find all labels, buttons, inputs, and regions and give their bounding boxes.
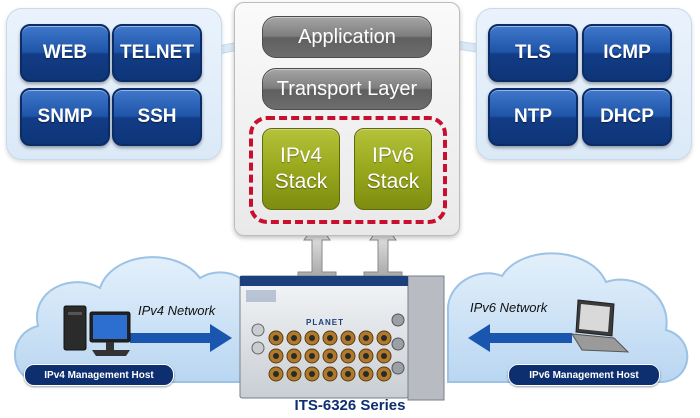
switch-port-socket [291,371,297,377]
application-layer: Application [262,16,432,58]
dual-stack-outline [249,116,447,224]
switch-port-socket [273,335,279,341]
switch-port-socket [381,335,387,341]
switch-port-socket [345,335,351,341]
protocol-tls: TLS [488,24,578,82]
switch-port-socket [363,371,369,377]
ipv6-traffic-arrow [468,324,572,352]
switch-port-socket [327,335,333,341]
switch-port-socket [309,371,315,377]
protocol-icmp: ICMP [582,24,672,82]
desktop-computer-icon [63,305,131,356]
switch-port-socket [381,353,387,359]
device-brand-logo: PLANET [306,318,344,327]
switch-port-socket [291,335,297,341]
ipv6-stack-line2: Stack [366,170,420,193]
device-series-caption: ITS-6326 Series [294,397,406,414]
switch-port-socket [309,353,315,359]
switch-port-socket [345,371,351,377]
port-array [268,313,405,382]
ipv4-stack-line2: Stack [274,170,328,193]
switch-port-socket [291,353,297,359]
ipv6-stack: IPv6 Stack [354,128,432,210]
protocol-ntp: NTP [488,88,578,146]
ipv4-stack: IPv4 Stack [262,128,340,210]
switch-port-socket [363,353,369,359]
ipv4-stack-line1: IPv4 [279,144,323,167]
ipv6-network-label: IPv6 Network [470,300,548,315]
switch-port-socket [345,353,351,359]
ipv6-host-label: IPv6 Management Host [508,364,660,386]
fiber-port [391,361,405,375]
switch-port-socket [273,353,279,359]
switch-port-socket [381,371,387,377]
switch-port-socket [327,371,333,377]
switch-port-socket [273,371,279,377]
protocol-ssh: SSH [112,88,202,146]
protocol-web: WEB [20,24,110,82]
protocol-snmp: SNMP [20,88,110,146]
ipv4-network-cloud [14,256,255,383]
ipv4-host-label: IPv4 Management Host [24,364,174,386]
transport-layer: Transport Layer [262,68,432,110]
ipv4-network-label: IPv4 Network [138,303,216,318]
ipv6-stack-line1: IPv6 [371,144,415,167]
fiber-port [391,337,405,351]
laptop-icon [571,299,630,353]
ipv4-traffic-arrow [130,324,232,352]
ipv6-network-cloud [446,252,689,383]
protocol-telnet: TELNET [112,24,202,82]
switch-port-socket [363,335,369,341]
switch-port-socket [327,353,333,359]
switch-port-socket [309,335,315,341]
fiber-port [391,313,405,327]
protocol-dhcp: DHCP [582,88,672,146]
